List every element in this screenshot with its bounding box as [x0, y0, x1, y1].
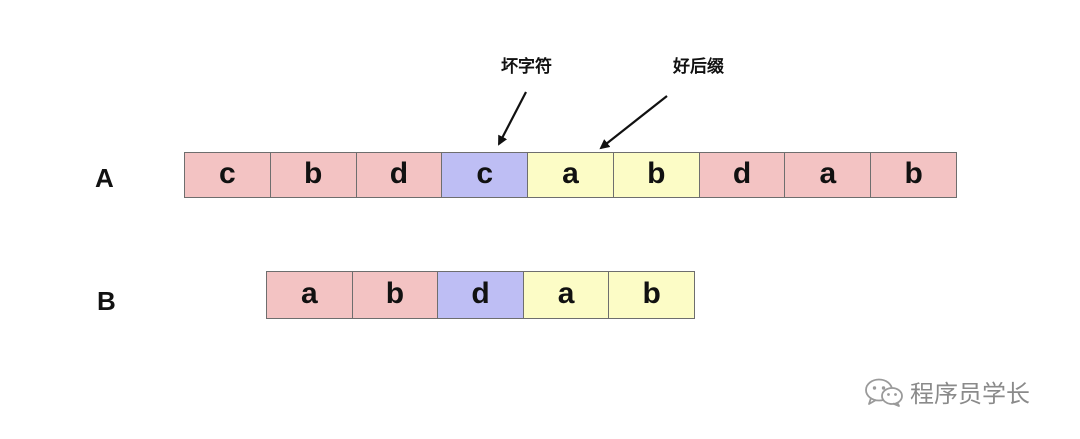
good-suffix-arrow [599, 95, 668, 150]
row_b-cell: b [609, 272, 694, 318]
row_b-cell: b [352, 272, 439, 318]
row-b-label: B [97, 286, 116, 316]
row_a-cell: a [785, 153, 872, 197]
watermark: 程序员学长 [864, 374, 1030, 409]
good-suffix-annotation: 好后缀 [673, 57, 724, 76]
row_b-cell: a [267, 272, 353, 318]
row_b-cell: d [438, 272, 524, 318]
row_a-cell: b [613, 153, 700, 197]
row_b-cell: a [523, 272, 610, 318]
row_a-cell: d [356, 153, 443, 197]
watermark-text: 程序员学长 [910, 381, 1030, 408]
row_a-cell: d [699, 153, 786, 197]
row_a-cell: b [871, 153, 957, 197]
row_a-cell: b [270, 153, 357, 197]
bad-character-arrow [498, 91, 527, 146]
bad-character-annotation: 坏字符 [501, 57, 552, 76]
row_a-cell: c [185, 153, 271, 197]
row-a-label: A [95, 163, 114, 193]
row_a-cell: a [528, 153, 614, 197]
row_a-cell: c [442, 153, 529, 197]
wechat-icon [864, 377, 904, 407]
